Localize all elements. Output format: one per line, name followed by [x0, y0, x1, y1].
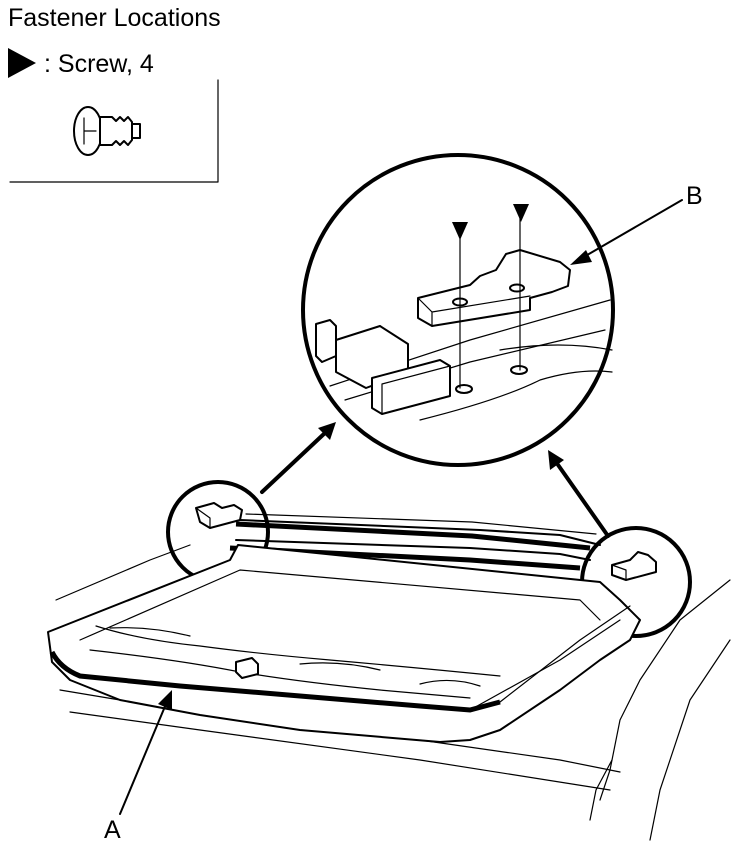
bracket-detail — [315, 204, 613, 421]
screw-icon — [73, 106, 141, 156]
legend-frame — [9, 79, 219, 183]
screw-marker-right — [513, 204, 529, 222]
diagram-title: Fastener Locations — [8, 4, 221, 32]
sunroof-assembly — [47, 513, 731, 841]
detail-circle — [301, 153, 615, 467]
screw-marker-left — [452, 222, 468, 240]
callout-a: A — [104, 690, 172, 844]
callout-b: B — [570, 182, 703, 265]
callout-label-a: A — [104, 816, 121, 844]
legend: : Screw, 4 — [8, 48, 219, 183]
triangle-marker-icon — [8, 48, 36, 78]
zoom-arrows — [260, 422, 610, 538]
legend-screw-label: : Screw, 4 — [44, 50, 154, 78]
callout-label-b: B — [686, 182, 703, 210]
